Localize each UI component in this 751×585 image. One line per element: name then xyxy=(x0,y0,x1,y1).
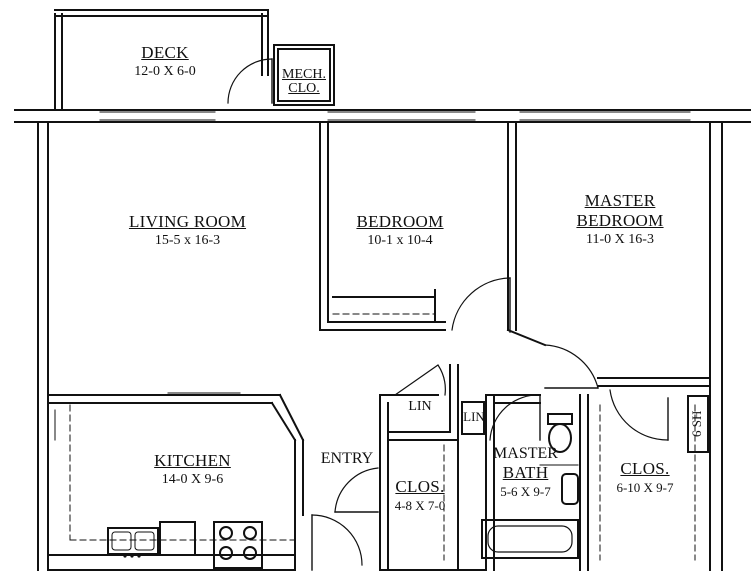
linen-door-swing xyxy=(394,364,446,396)
kitchen-name: KITCHEN xyxy=(154,451,231,470)
bedroom-closet xyxy=(332,289,436,323)
bedroom-dim: 10-1 x 10-4 xyxy=(367,233,433,248)
exterior-top-wall xyxy=(14,109,751,123)
toilet xyxy=(547,413,573,453)
entry-name: ENTRY xyxy=(320,450,374,467)
master-bath-line2: BATH xyxy=(502,463,549,482)
deck-dim: 12-0 X 6-0 xyxy=(134,64,196,79)
deck-label: DECK 12-0 X 6-0 xyxy=(110,44,220,79)
sink-fixtures xyxy=(123,554,141,558)
mech-closet-outline xyxy=(273,44,335,106)
master-bath-dim: 5-6 X 9-7 xyxy=(500,484,551,499)
bedroom-label: BEDROOM 10-1 x 10-4 xyxy=(340,213,460,248)
deck-door-swing xyxy=(227,58,273,104)
lin2-label: LIN xyxy=(462,410,486,423)
bedroom-name: BEDROOM xyxy=(356,212,444,231)
master-bedroom-dim: 11-0 X 16-3 xyxy=(586,232,654,247)
living-room-dim: 15-5 x 16-3 xyxy=(154,233,221,248)
bath-door-swing xyxy=(489,394,541,441)
kitchen-dim: 14-0 X 9-6 xyxy=(161,472,224,487)
master-door-swing xyxy=(544,344,599,389)
bedroom-door-swing xyxy=(451,277,511,331)
living-room-label: LIVING ROOM 15-5 x 16-3 xyxy=(100,213,275,248)
master-bath-label: MASTER BATH 5-6 X 9-7 xyxy=(478,445,573,499)
lin1-name: LIN xyxy=(408,399,432,414)
deck-name: DECK xyxy=(141,43,189,62)
shelf-name: 6 SH xyxy=(689,410,704,438)
master-bedroom-line2: BEDROOM xyxy=(576,211,664,230)
linen-closet xyxy=(379,364,459,571)
master-closet-dim: 6-10 X 9-7 xyxy=(616,480,674,495)
bathtub xyxy=(481,519,579,559)
master-bedroom-left-wall xyxy=(506,121,547,347)
exterior-right-wall xyxy=(709,121,723,571)
mech-label: MECH. CLO. xyxy=(276,68,332,96)
deck-outline xyxy=(54,9,269,111)
lin2-name: LIN xyxy=(463,409,485,424)
front-door-swing xyxy=(311,514,363,566)
closet-label: CLOS. 4-8 X 7-0 xyxy=(378,478,462,512)
dishwasher xyxy=(159,521,196,556)
closet-dim: 4-8 X 7-0 xyxy=(394,498,446,513)
kitchen-walls xyxy=(47,392,305,571)
entry-label: ENTRY xyxy=(312,451,382,467)
bedroom-left-wall xyxy=(319,121,446,331)
closet-name: CLOS. xyxy=(395,477,445,496)
range xyxy=(213,521,263,569)
living-room-name: LIVING ROOM xyxy=(128,212,247,231)
master-bath-walls xyxy=(485,394,589,571)
mech-line1: MECH. xyxy=(282,67,326,82)
kitchen-label: KITCHEN 14-0 X 9-6 xyxy=(130,452,255,487)
master-bath-line1: MASTER xyxy=(493,445,558,462)
vanity-sink xyxy=(539,464,579,505)
lin2-closet xyxy=(461,401,485,435)
closet-door-swing xyxy=(609,389,669,441)
kitchen-counter xyxy=(54,404,296,541)
lin1-label: LIN xyxy=(400,400,440,414)
exterior-left-wall xyxy=(37,121,49,571)
master-bedroom-line1: MASTER xyxy=(584,191,656,210)
master-bedroom-label: MASTER BEDROOM 11-0 X 16-3 xyxy=(550,192,690,247)
master-closet xyxy=(599,395,709,561)
entry-door-swing xyxy=(334,467,379,513)
kitchen-sink xyxy=(107,527,159,555)
master-closet-label: CLOS. 6-10 X 9-7 xyxy=(600,460,690,494)
shelf-label: 6 SH xyxy=(689,402,706,446)
mech-line2: CLO. xyxy=(288,81,320,96)
master-closet-name: CLOS. xyxy=(620,459,670,478)
